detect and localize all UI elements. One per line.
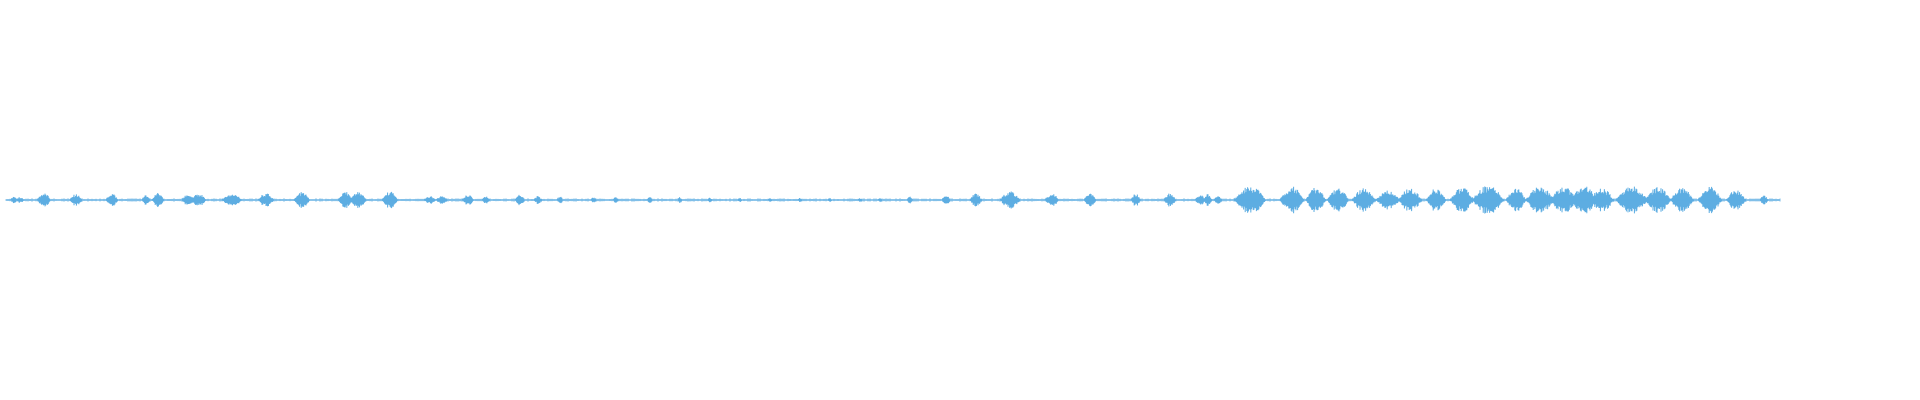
waveform-burst (1326, 188, 1350, 212)
waveform-burst (36, 193, 52, 207)
waveform-burst (1644, 187, 1672, 213)
waveform-burst (381, 191, 398, 209)
waveform-burst (1305, 187, 1327, 213)
waveform-burst (257, 193, 274, 207)
waveform-burst (1130, 194, 1142, 206)
waveform-burst (189, 194, 206, 206)
waveform-burst (141, 195, 150, 205)
waveform-burst (293, 192, 310, 208)
waveform-burst (514, 194, 526, 206)
waveform-burst (1044, 194, 1060, 206)
waveform-burst (1194, 195, 1206, 205)
waveform-burst (221, 194, 242, 206)
waveform-noise (5, 198, 1781, 202)
waveform-bursts (5, 186, 1781, 214)
waveform-burst (481, 196, 490, 204)
waveform-burst (1505, 188, 1527, 212)
